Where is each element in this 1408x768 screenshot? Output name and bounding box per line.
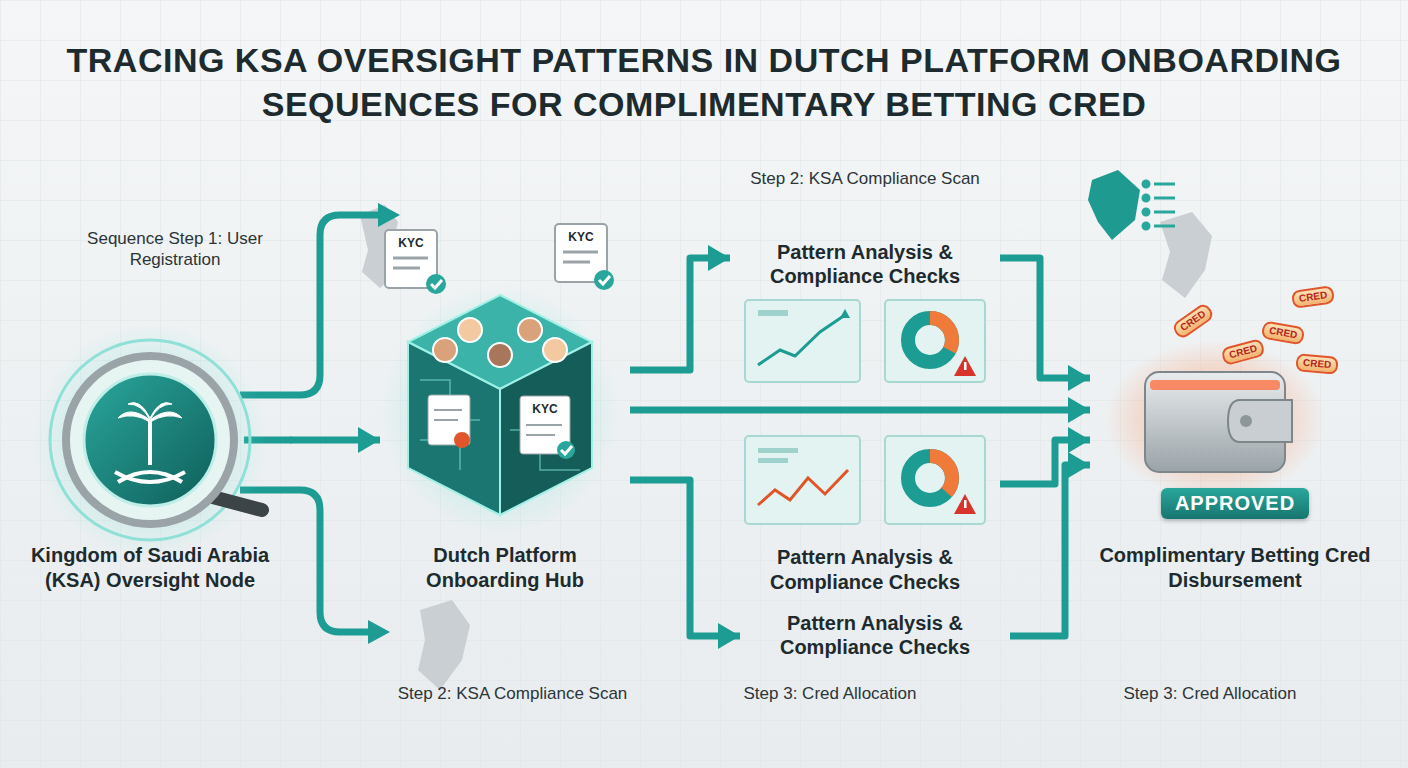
step-label: Step 3: Cred Allocation bbox=[690, 683, 970, 704]
chart-panel bbox=[745, 436, 860, 524]
flow-arrow bbox=[1000, 258, 1090, 378]
document-label: KYC bbox=[525, 402, 565, 416]
saudi-map bbox=[1088, 170, 1140, 240]
kyc-document bbox=[555, 224, 614, 290]
map-silhouette bbox=[418, 600, 470, 690]
title: TRACING KSA OVERSIGHT PATTERNS IN DUTCH … bbox=[40, 38, 1368, 126]
flow-arrow bbox=[630, 480, 740, 636]
arrowhead bbox=[378, 203, 400, 227]
node-label: Complimentary Betting Cred Disbursement bbox=[1090, 543, 1380, 592]
chart-panel bbox=[745, 300, 860, 382]
hub-cube bbox=[380, 285, 620, 535]
node-label: Pattern Analysis & Compliance Checks bbox=[740, 611, 1010, 660]
flow-arrow bbox=[630, 407, 1090, 414]
process-node: Kingdom of Saudi Arabia (KSA) Oversight … bbox=[10, 335, 290, 600]
process-node: Pattern Analysis & Compliance Checks bbox=[730, 430, 1000, 600]
donut-panel bbox=[885, 300, 985, 382]
arrowhead bbox=[368, 620, 390, 644]
step-label: Step 2: KSA Compliance Scan bbox=[725, 168, 1005, 189]
status-badge: APPROVED bbox=[1161, 488, 1309, 519]
flow-arrow bbox=[290, 437, 380, 444]
kyc-document bbox=[385, 230, 446, 294]
document-label: KYC bbox=[391, 236, 431, 250]
node-label: Pattern Analysis & Compliance Checks bbox=[730, 545, 1000, 594]
lens bbox=[84, 374, 216, 506]
node-label: Dutch Platform Onboarding Hub bbox=[380, 543, 630, 592]
token-label: CRED bbox=[1261, 320, 1306, 345]
list-icon bbox=[1143, 181, 1175, 229]
token-label: CRED bbox=[1295, 353, 1339, 375]
node-label: Pattern Analysis & Compliance Checks bbox=[730, 240, 1000, 289]
process-node: Pattern Analysis & Compliance Checks bbox=[740, 604, 1010, 666]
process-node: Pattern Analysis & Compliance Checks bbox=[730, 238, 1000, 388]
wallet bbox=[1105, 340, 1325, 500]
step-label: Sequence Step 1: User Registration bbox=[85, 228, 265, 271]
process-node: Dutch Platform Onboarding Hub bbox=[380, 290, 630, 600]
magnifier-rim bbox=[66, 356, 234, 524]
emblem bbox=[115, 403, 185, 482]
token-label: CRED bbox=[1291, 285, 1335, 309]
glow bbox=[32, 322, 268, 558]
document-label: KYC bbox=[561, 230, 601, 244]
ring bbox=[50, 340, 250, 540]
donut-panel bbox=[885, 436, 985, 524]
node-label: Kingdom of Saudi Arabia (KSA) Oversight … bbox=[10, 543, 290, 592]
flow-arrow bbox=[630, 258, 730, 370]
step-label: Step 3: Cred Allocation bbox=[1080, 683, 1340, 704]
process-node: APPROVED Complimentary Betting Cred Disbu… bbox=[1090, 350, 1380, 600]
flow-arrow bbox=[1010, 465, 1090, 636]
token-label: CRED bbox=[1220, 338, 1266, 366]
step-label: Step 2: KSA Compliance Scan bbox=[370, 683, 655, 704]
token-label: CRED bbox=[1171, 301, 1216, 340]
